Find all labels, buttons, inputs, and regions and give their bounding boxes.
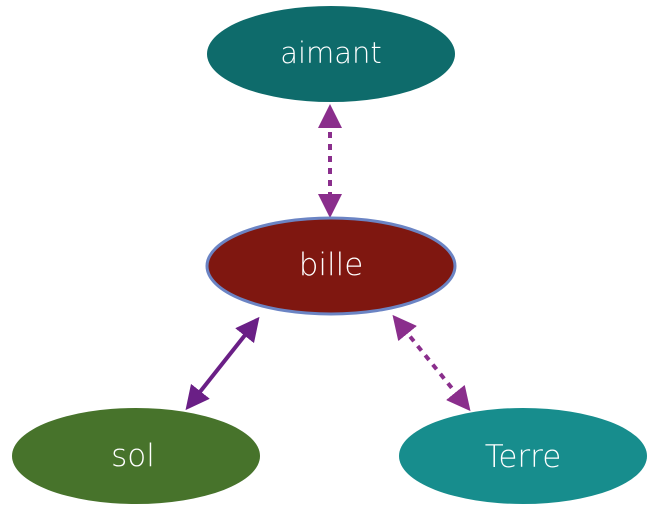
edge-bille-terre [392, 314, 471, 412]
node-bille: bille [205, 216, 457, 316]
node-aimant-label: aimant [280, 36, 382, 70]
node-bille-label: bille [299, 247, 364, 283]
node-sol-label: sol [111, 438, 155, 474]
node-terre-shape [399, 408, 647, 504]
node-bille-shape [205, 216, 457, 316]
node-terre-label: Terre [485, 439, 562, 475]
edge-bille-sol [185, 316, 260, 411]
node-aimant-shape [207, 6, 455, 102]
node-sol: sol [12, 408, 260, 504]
node-aimant: aimant [207, 6, 455, 102]
node-terre: Terre [399, 408, 647, 504]
node-sol-shape [12, 408, 260, 504]
